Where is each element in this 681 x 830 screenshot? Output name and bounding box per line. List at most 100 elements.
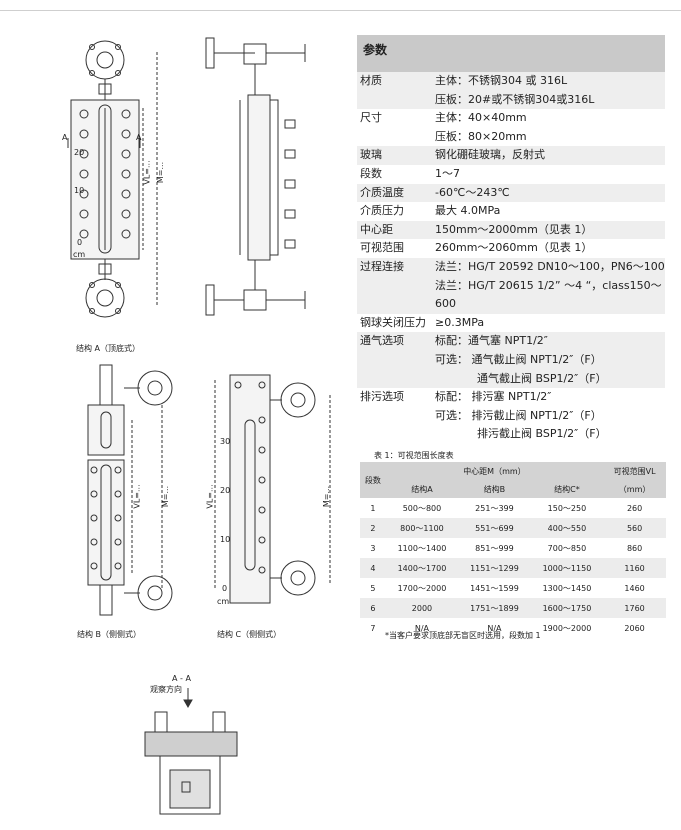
scale-a-20: 20 <box>74 148 85 157</box>
structure-a-drawing <box>67 40 158 318</box>
table-cell: 251～399 <box>475 503 514 513</box>
param-value: ≥0.3MPa <box>435 315 485 329</box>
param-row: 可视范围 260mm～2060mm（见表 1） <box>357 239 665 258</box>
scale-c-10: 10 <box>220 535 231 544</box>
table-cell: 1151～1299 <box>458 558 531 578</box>
param-key: 段数 <box>360 166 382 180</box>
table1-footnote: *当客户要求顶底部无盲区时选用，段数加 1 <box>385 631 541 640</box>
col-structure-c: 结构C* <box>530 480 604 498</box>
param-value: 可选： 通气截止阀 NPT1/2″（F） <box>435 352 602 366</box>
table-cell: 260 <box>626 503 643 513</box>
top-rule <box>0 10 681 11</box>
param-key: 可视范围 <box>360 241 404 255</box>
table-cell: 1 <box>370 503 376 513</box>
section-aa-label: A - A <box>172 674 191 683</box>
param-row: 中心距 150mm～2000mm（见表 1） <box>357 220 665 240</box>
dim-m-a: M=... <box>156 161 166 184</box>
scale-a-10: 10 <box>74 186 85 195</box>
param-values: 标配： 排污塞 NPT1/2″ 可选： 排污截止阀 NPT1/2″（F） 排污截止阀… <box>435 388 665 444</box>
table-cell: 560 <box>603 518 666 538</box>
scale-c-20: 20 <box>220 486 231 495</box>
param-key: 材质 <box>360 74 382 87</box>
table-cell: 1700～2000 <box>397 583 447 593</box>
param-row: 介质温度-60℃～243℃ <box>357 183 665 203</box>
param-values: 标配：通气塞 NPT1/2″可选： 通气截止阀 NPT1/2″（F）通气截止阀 … <box>435 332 665 388</box>
param-key: 玻璃 <box>360 148 382 162</box>
param-row: 排污选项 标配： 排污塞 NPT1/2″ 可选： 排污截止阀 NPT1/2″（F） 排… <box>357 388 665 444</box>
param-value: 压板：80×20mm <box>435 129 527 143</box>
col-structure-b: 结构B <box>458 480 531 498</box>
param-value: 排污截止阀 BSP1/2″（F） <box>477 427 607 441</box>
table-cell: 1751～1899 <box>458 598 531 618</box>
structure-c-drawing <box>214 374 331 604</box>
param-values: ≥0.3MPa <box>435 314 665 333</box>
param-value: 最大 4.0MPa <box>435 204 501 218</box>
param-key: 通气选项 <box>360 334 404 348</box>
param-value: 150mm～2000mm（见表 1） <box>435 222 593 236</box>
table-cell: 400～550 <box>530 518 604 538</box>
param-key: 介质压力 <box>360 204 404 218</box>
param-row: 钢球关闭压力 ≥0.3MPa <box>357 314 665 333</box>
table-cell: 860 <box>626 543 643 553</box>
param-row: 介质压力 最大 4.0MPa <box>357 202 665 221</box>
dim-vl-c: VL=... <box>205 484 215 509</box>
param-key: 钢球关闭压力 <box>360 315 426 329</box>
table-cell: 1460 <box>624 583 645 593</box>
structure-c-label: 结构 C（侧侧式） <box>217 630 282 639</box>
dim-vl-b: VL=... <box>132 484 142 509</box>
table-cell: 1600～1750 <box>530 598 604 618</box>
param-values: 260mm～2060mm（见表 1） <box>435 239 665 258</box>
scale-c-unit: cm <box>217 597 230 606</box>
param-key: 排污选项 <box>360 390 404 404</box>
table-cell: 1451～1599 <box>470 583 519 593</box>
dim-m-c: M=... <box>322 485 332 508</box>
table-cell: 800～1100 <box>385 518 459 538</box>
param-key: 中心距 <box>360 222 393 236</box>
table-cell: 1100～1400 <box>397 543 447 553</box>
parameters-title: 参数 <box>357 35 665 72</box>
param-value: 260mm～2060mm（见表 1） <box>435 241 593 255</box>
scale-a-unit: cm <box>73 250 86 259</box>
col-unit: （mm） <box>603 480 666 498</box>
param-row: 玻璃钢化硼硅玻璃，反射式 <box>357 146 665 165</box>
table-cell: 7 <box>370 623 376 633</box>
table-cell: 2000 <box>385 598 459 618</box>
table-cell: 851～999 <box>475 543 514 553</box>
table-cell: 4 <box>360 558 386 578</box>
side-view-drawing <box>205 37 306 316</box>
param-value: 可选： 排污截止阀 NPT1/2″（F） <box>435 408 602 422</box>
param-value: 法兰：HG/T 20615 1/2” ～4 “，class150～ <box>435 278 662 292</box>
table-cell: 1760 <box>603 598 666 618</box>
table-cell: N/A <box>414 623 430 633</box>
param-value: 标配： 排污塞 NPT1/2″ <box>435 390 552 404</box>
col-visible-range: 可视范围VL <box>603 462 666 480</box>
param-key: 过程连接 <box>360 259 404 273</box>
param-values: 150mm～2000mm（见表 1） <box>435 221 665 240</box>
table1-caption: 表 1：可视范围长度表 <box>374 451 454 460</box>
param-key: 尺寸 <box>360 111 382 125</box>
param-value: 通气截止阀 BSP1/2″（F） <box>477 371 607 385</box>
table-cell: 6 <box>360 598 386 618</box>
table-cell: 1160 <box>603 558 666 578</box>
technical-drawings <box>67 37 331 815</box>
col-center-distance: 中心距M（mm） <box>385 462 604 480</box>
table-cell: 5 <box>370 583 376 593</box>
param-value: 主体：40×40mm <box>435 111 527 125</box>
table-cell: 1000～1150 <box>530 558 604 578</box>
param-values: 最大 4.0MPa <box>435 202 665 221</box>
param-row: 通气选项 标配：通气塞 NPT1/2″可选： 通气截止阀 NPT1/2″（F）通气… <box>357 332 665 389</box>
param-key: 介质温度 <box>360 185 404 199</box>
col-segments: 段数 <box>360 462 386 498</box>
